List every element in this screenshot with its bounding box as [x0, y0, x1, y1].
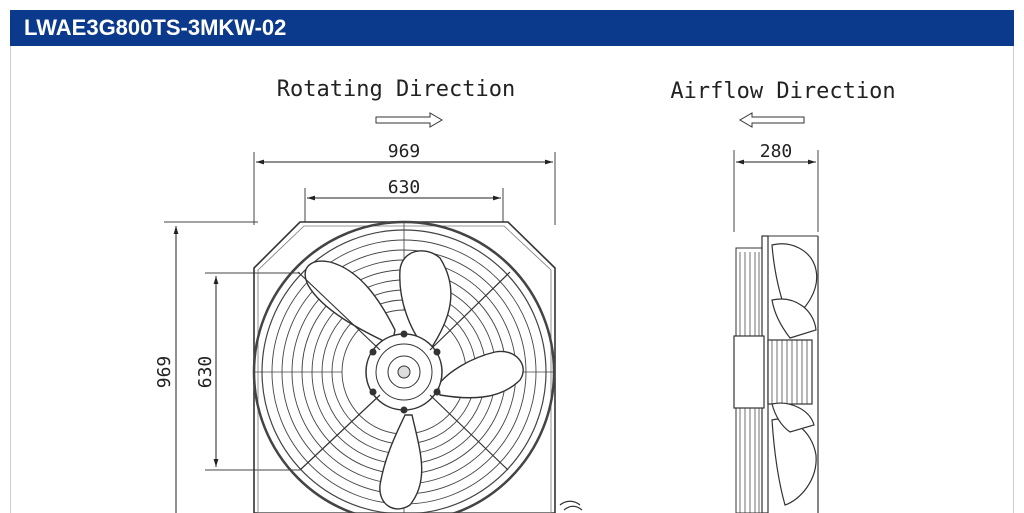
dimension-height-outer: 969	[154, 221, 258, 513]
dim-label-height-outer: 969	[154, 356, 175, 389]
dimension-height-inner: 630	[195, 272, 300, 471]
title-bar: LWAE3G800TS-3MKW-02	[10, 10, 1014, 46]
dim-label-width-outer: 969	[388, 141, 421, 162]
support-struts	[297, 271, 511, 471]
fan-side-profile	[733, 235, 819, 513]
dimension-depth: 280	[733, 141, 819, 232]
airflow-direction-label: Airflow Direction	[670, 79, 895, 104]
rotating-direction-label: Rotating Direction	[277, 77, 515, 102]
fan-mounting-plate	[253, 221, 556, 513]
motor-hub	[365, 330, 443, 414]
model-title: LWAE3G800TS-3MKW-02	[24, 15, 287, 40]
dimension-width-inner: 630	[304, 177, 504, 222]
dim-label-depth: 280	[760, 141, 793, 162]
drawing-panel	[10, 46, 1014, 513]
dim-label-width-inner: 630	[388, 177, 421, 198]
dimension-width-outer: 969	[253, 141, 556, 225]
rotation-arrow-icon	[375, 112, 443, 128]
airflow-arrow-icon	[739, 112, 805, 128]
cable-gland-icon	[559, 500, 583, 511]
dim-label-height-inner: 630	[195, 356, 216, 389]
fan-blades	[304, 250, 524, 510]
